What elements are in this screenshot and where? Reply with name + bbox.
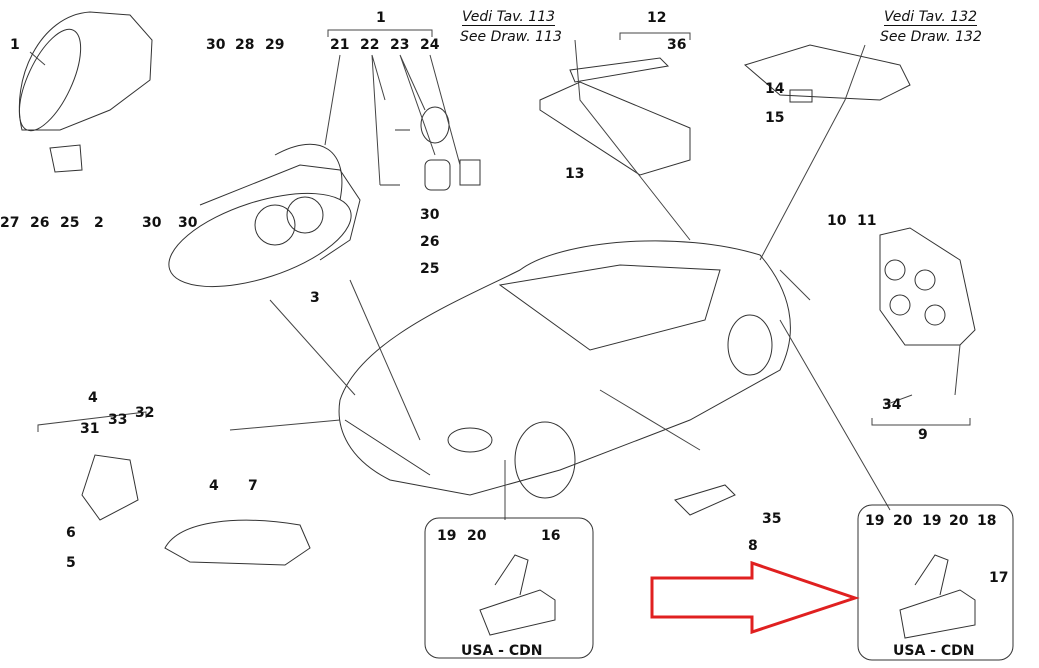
callout: 25: [60, 215, 80, 231]
callout: 16: [541, 528, 561, 544]
callout: 10: [827, 213, 847, 229]
callout: 32: [135, 405, 155, 421]
callout: 30: [420, 207, 440, 223]
callout: 28: [235, 37, 255, 53]
reference-left-it: Vedi Tav. 113: [462, 9, 556, 26]
callout: 4: [209, 478, 219, 494]
reference-right-en: See Draw. 132: [880, 29, 982, 45]
headlight-assembly: [168, 106, 481, 288]
callout: 1: [376, 10, 386, 26]
callout: 12: [647, 10, 667, 26]
callout: 21: [330, 37, 350, 53]
callout: 27: [0, 215, 20, 231]
car-outline: [338, 240, 791, 499]
reference-right-it: Vedi Tav. 132: [884, 9, 978, 26]
callout: 15: [765, 110, 785, 126]
callout: 20: [467, 528, 487, 544]
callout: 30: [142, 215, 162, 231]
callout: 31: [80, 421, 100, 437]
inset-left-caption: USA - CDN: [461, 643, 543, 659]
callout: 30: [206, 37, 226, 53]
callout: 8: [748, 538, 758, 554]
callout: 19: [922, 513, 942, 529]
callout: 24: [420, 37, 440, 53]
callout: 22: [360, 37, 380, 53]
inset-left-frame: [424, 517, 594, 659]
callout: 23: [390, 37, 410, 53]
headlight-upper-left: [18, 11, 153, 173]
callout: 3: [310, 290, 320, 306]
callout: 18: [977, 513, 997, 529]
callout: 26: [30, 215, 50, 231]
callout: 19: [865, 513, 885, 529]
callout: 19: [437, 528, 457, 544]
callout: 33: [108, 412, 128, 428]
callout: 13: [565, 166, 585, 182]
callout: 2: [94, 215, 104, 231]
leader-lines: [29, 30, 971, 520]
license-plate-light: [743, 44, 911, 103]
callout: 9: [918, 427, 928, 443]
front-indicator: [81, 454, 736, 566]
reference-left-en: See Draw. 113: [460, 29, 562, 45]
highlight-arrow: [650, 560, 860, 635]
callout: 7: [248, 478, 258, 494]
callout: 26: [420, 234, 440, 250]
callout: 29: [265, 37, 285, 53]
tail-light: [879, 227, 976, 346]
inset-right-caption: USA - CDN: [893, 643, 975, 659]
callout: 36: [667, 37, 687, 53]
callout: 6: [66, 525, 76, 541]
callout: 30: [178, 215, 198, 231]
callout: 1: [10, 37, 20, 53]
callout: 34: [882, 397, 902, 413]
side-marker-parts: [479, 554, 976, 639]
callout: 35: [762, 511, 782, 527]
callout: 5: [66, 555, 76, 571]
callout: 14: [765, 81, 785, 97]
callout: 20: [949, 513, 969, 529]
callout: 4: [88, 390, 98, 406]
callout: 20: [893, 513, 913, 529]
callout: 17: [989, 570, 1009, 586]
callout: 25: [420, 261, 440, 277]
inset-right-frame: [857, 504, 1014, 661]
callout: 11: [857, 213, 877, 229]
third-brake-light: [539, 57, 691, 176]
